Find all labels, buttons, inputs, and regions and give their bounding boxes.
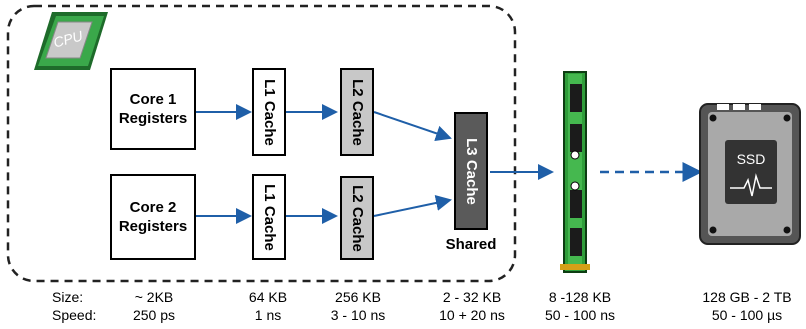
core1-registers-box: Core 1 Registers bbox=[110, 68, 196, 150]
col5-speed: 50 - 100 ns bbox=[544, 307, 616, 323]
ssd-label: SSD bbox=[736, 151, 766, 167]
col3-speed: 3 - 10 ns bbox=[330, 307, 386, 323]
cpu-boundary bbox=[6, 4, 517, 283]
core1-line2: Registers bbox=[118, 110, 188, 127]
core1-line1: Core 1 bbox=[129, 91, 177, 108]
l3-label: L3 Cache bbox=[462, 137, 480, 205]
col3-size: 256 KB bbox=[335, 289, 381, 305]
speed-row-label: Speed: bbox=[52, 307, 97, 323]
core2-registers-box: Core 2 Registers bbox=[110, 174, 196, 260]
cpu-chip-icon bbox=[34, 12, 108, 70]
ssd-drive-icon bbox=[699, 103, 801, 245]
col1-size: ~ 2KB bbox=[134, 289, 174, 305]
shared-label: Shared bbox=[445, 236, 497, 253]
arrow-l2top-l3 bbox=[373, 111, 452, 142]
l1-cache-bottom: L1 Cache bbox=[252, 174, 286, 260]
l2-cache-top: L2 Cache bbox=[340, 68, 374, 156]
col4-size: 2 - 32 KB bbox=[442, 289, 502, 305]
l2-cache-bottom: L2 Cache bbox=[340, 176, 374, 260]
col5-size: 8 -128 KB bbox=[548, 289, 612, 305]
col6-speed: 50 - 100 µs bbox=[711, 307, 783, 323]
col6-size: 128 GB - 2 TB bbox=[702, 289, 792, 305]
size-row-label: Size: bbox=[52, 289, 84, 305]
core2-line2: Registers bbox=[118, 218, 188, 235]
l1-bottom-label: L1 Cache bbox=[260, 183, 278, 251]
col2-size: 64 KB bbox=[248, 289, 288, 305]
l1-top-label: L1 Cache bbox=[260, 78, 278, 146]
l1-cache-top: L1 Cache bbox=[252, 68, 286, 156]
l3-cache-box: L3 Cache bbox=[454, 112, 488, 230]
col4-speed: 10 + 20 ns bbox=[439, 307, 505, 323]
l2-bottom-label: L2 Cache bbox=[348, 184, 366, 252]
arrow-l2bottom-l3 bbox=[373, 195, 452, 217]
ram-stick-icon bbox=[560, 71, 590, 273]
col1-speed: 250 ps bbox=[132, 307, 176, 323]
core2-line1: Core 2 bbox=[129, 199, 177, 216]
l2-top-label: L2 Cache bbox=[348, 78, 366, 146]
col2-speed: 1 ns bbox=[254, 307, 282, 323]
